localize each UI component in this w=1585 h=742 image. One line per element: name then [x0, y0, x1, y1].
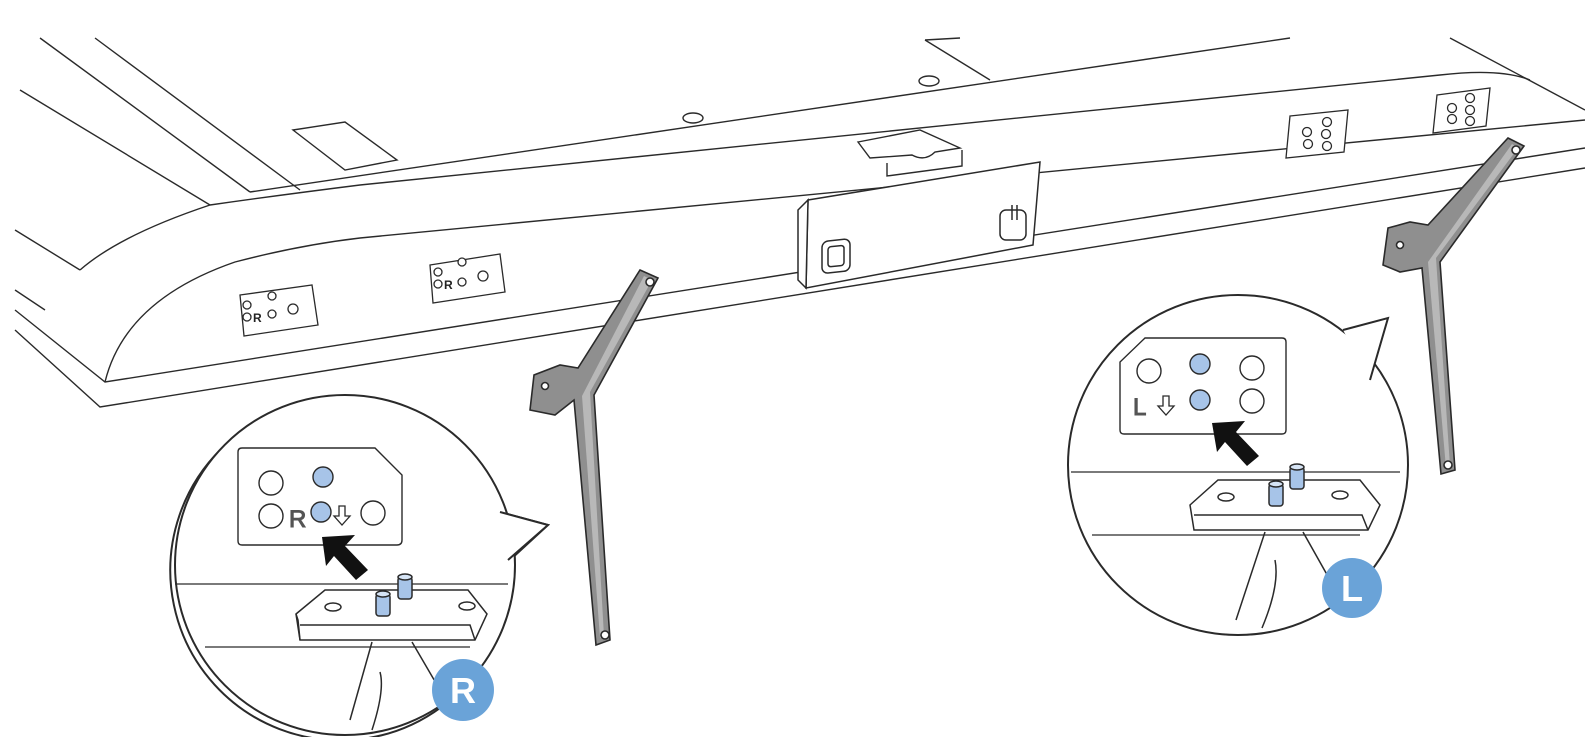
- push-arrow-icon: [322, 535, 368, 580]
- callout-left-bracket: [1189, 463, 1381, 629]
- callout-right: R R: [169, 394, 551, 742]
- tv-port-plate-left-2: [1432, 87, 1491, 134]
- callout-left: L L: [1067, 294, 1409, 636]
- callout-right-port-label: R: [289, 506, 306, 533]
- push-arrow-icon: [1212, 421, 1259, 466]
- callout-left-port-plate: L: [1119, 337, 1287, 435]
- down-arrow-icon: [1156, 395, 1176, 416]
- callout-left-badge-label: L: [1341, 568, 1363, 609]
- tv-port-plate-left-1: [1285, 109, 1349, 159]
- tv-port-label-r-2: R: [444, 278, 453, 292]
- tv-port-plate-right-2: R: [429, 253, 506, 304]
- down-arrow-icon: [332, 505, 352, 526]
- stand-leg-left: [1382, 137, 1526, 476]
- callout-right-bracket: [295, 573, 488, 731]
- callout-right-badge: R: [432, 659, 494, 721]
- power-button-icon: [999, 205, 1027, 241]
- center-cover: [797, 161, 1041, 290]
- tv-port-label-r-1: R: [253, 311, 262, 325]
- callout-left-badge: L: [1322, 558, 1382, 618]
- stand-leg-right: [529, 268, 660, 647]
- callout-left-port-label: L: [1133, 394, 1146, 421]
- tv-body: [14, 37, 1585, 408]
- callout-right-port-plate: R: [237, 447, 403, 546]
- callout-right-badge-label: R: [450, 670, 476, 711]
- tv-port-plate-right-1: R: [239, 284, 319, 337]
